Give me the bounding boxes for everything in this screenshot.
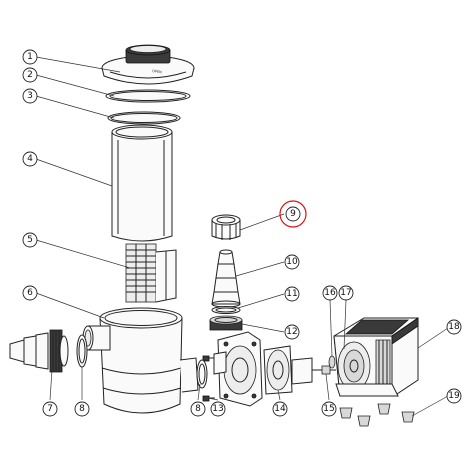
- part-16-bearing: [328, 355, 336, 369]
- callout-8-right: 8: [190, 401, 206, 417]
- part-19-feet: [339, 403, 415, 427]
- svg-text:OPEN: OPEN: [152, 69, 163, 74]
- part-1-lid: OPEN: [101, 44, 195, 85]
- part-14-volute: [213, 331, 313, 407]
- part-9-nut: [211, 214, 241, 240]
- svg-text:18: 18: [448, 322, 460, 332]
- callout-16: 16: [322, 285, 338, 301]
- callout-5: 5: [22, 232, 38, 248]
- svg-text:11: 11: [286, 289, 297, 299]
- part-4-filter-cylinder: [111, 124, 173, 242]
- callout-15: 15: [321, 401, 337, 417]
- svg-text:15: 15: [323, 404, 334, 414]
- callout-6: 6: [22, 285, 38, 301]
- highlight-ring-9: [279, 200, 307, 228]
- svg-text:19: 19: [448, 391, 460, 401]
- svg-text:4: 4: [27, 154, 33, 164]
- svg-text:17: 17: [340, 288, 351, 298]
- svg-text:2: 2: [27, 70, 33, 80]
- svg-text:5: 5: [27, 235, 33, 245]
- svg-text:12: 12: [286, 327, 297, 337]
- part-8-ring-left: [76, 334, 88, 368]
- part-12-collar: [209, 315, 243, 331]
- callout-1: 1: [22, 49, 38, 65]
- callout-12: 12: [284, 324, 300, 340]
- callout-11: 11: [284, 286, 300, 302]
- part-2-ring: [105, 89, 191, 103]
- part-3-gasket: [107, 111, 181, 125]
- part-11-seal: [211, 306, 241, 314]
- svg-text:10: 10: [286, 257, 298, 267]
- callout-8-left: 8: [74, 401, 90, 417]
- part-8-ring-right: [196, 359, 208, 389]
- svg-text:14: 14: [274, 404, 286, 414]
- callout-19: 19: [446, 388, 462, 404]
- callout-4: 4: [22, 151, 38, 167]
- leader-lines: [35, 56, 449, 417]
- part-7-hose-tail: [9, 329, 69, 373]
- callout-13: 13: [210, 401, 226, 417]
- callout-9: 9: [285, 206, 301, 222]
- callout-2: 2: [22, 67, 38, 83]
- part-5-ribbed-core: [125, 243, 177, 303]
- svg-text:8: 8: [79, 404, 85, 414]
- svg-text:8: 8: [195, 404, 201, 414]
- part-10-hose-adapter: [211, 249, 241, 308]
- svg-text:7: 7: [47, 404, 53, 414]
- svg-text:6: 6: [27, 288, 33, 298]
- callout-10: 10: [284, 254, 300, 270]
- svg-text:1: 1: [27, 52, 33, 62]
- callout-18: 18: [446, 319, 462, 335]
- callout-7: 7: [42, 401, 58, 417]
- svg-text:16: 16: [324, 288, 336, 298]
- part-18-motor: [333, 317, 419, 397]
- part-6-housing: [82, 307, 199, 414]
- callout-17: 17: [338, 285, 354, 301]
- svg-text:9: 9: [290, 209, 296, 219]
- svg-text:13: 13: [212, 404, 223, 414]
- callout-14: 14: [272, 401, 288, 417]
- callout-3: 3: [22, 88, 38, 104]
- svg-text:3: 3: [27, 91, 33, 101]
